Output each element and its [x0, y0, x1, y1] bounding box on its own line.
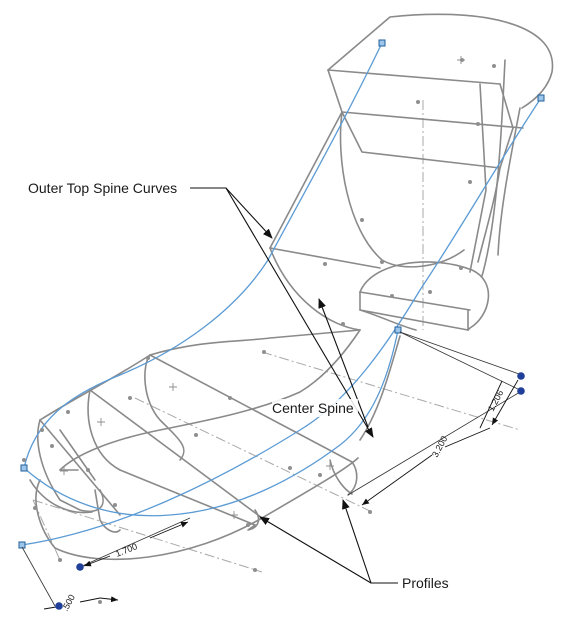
label-profiles: Profiles: [402, 575, 449, 591]
spine-handle-left-upper[interactable]: [20, 464, 28, 472]
spine-handle-center[interactable]: [394, 326, 402, 334]
dimension-knobs[interactable]: [55, 372, 525, 610]
spine-handles[interactable]: [18, 39, 545, 549]
dim-knob-right-top[interactable]: [517, 372, 525, 380]
outer-top-spine-left: [23, 42, 383, 469]
dimension-lines: [21, 331, 523, 610]
callout-leaders: [190, 187, 398, 584]
dim-knob-left[interactable]: [76, 563, 84, 571]
dim-knob-right-bottom[interactable]: [517, 387, 525, 395]
construction-lines: [32, 100, 521, 573]
label-center-spine: Center Spine: [272, 400, 354, 416]
outer-top-spine-right: [21, 97, 542, 546]
spine-handle-top[interactable]: [378, 39, 386, 47]
upper-sleeve: [269, 13, 554, 331]
spine-handle-left-lower[interactable]: [18, 541, 26, 549]
center-spine: [23, 329, 399, 517]
spine-curves: [21, 42, 542, 546]
dim-500[interactable]: .500: [60, 593, 77, 613]
dim-1700[interactable]: 1.700: [114, 541, 139, 559]
dim-1206[interactable]: 1.206: [486, 388, 505, 413]
label-outer-top-spine-curves: Outer Top Spine Curves: [28, 180, 177, 196]
sketch-points: [22, 58, 496, 604]
dim-knob-bottom[interactable]: [55, 602, 63, 610]
center-markers: [60, 56, 465, 519]
spine-handle-right[interactable]: [537, 94, 545, 102]
toe-body: [29, 329, 401, 561]
